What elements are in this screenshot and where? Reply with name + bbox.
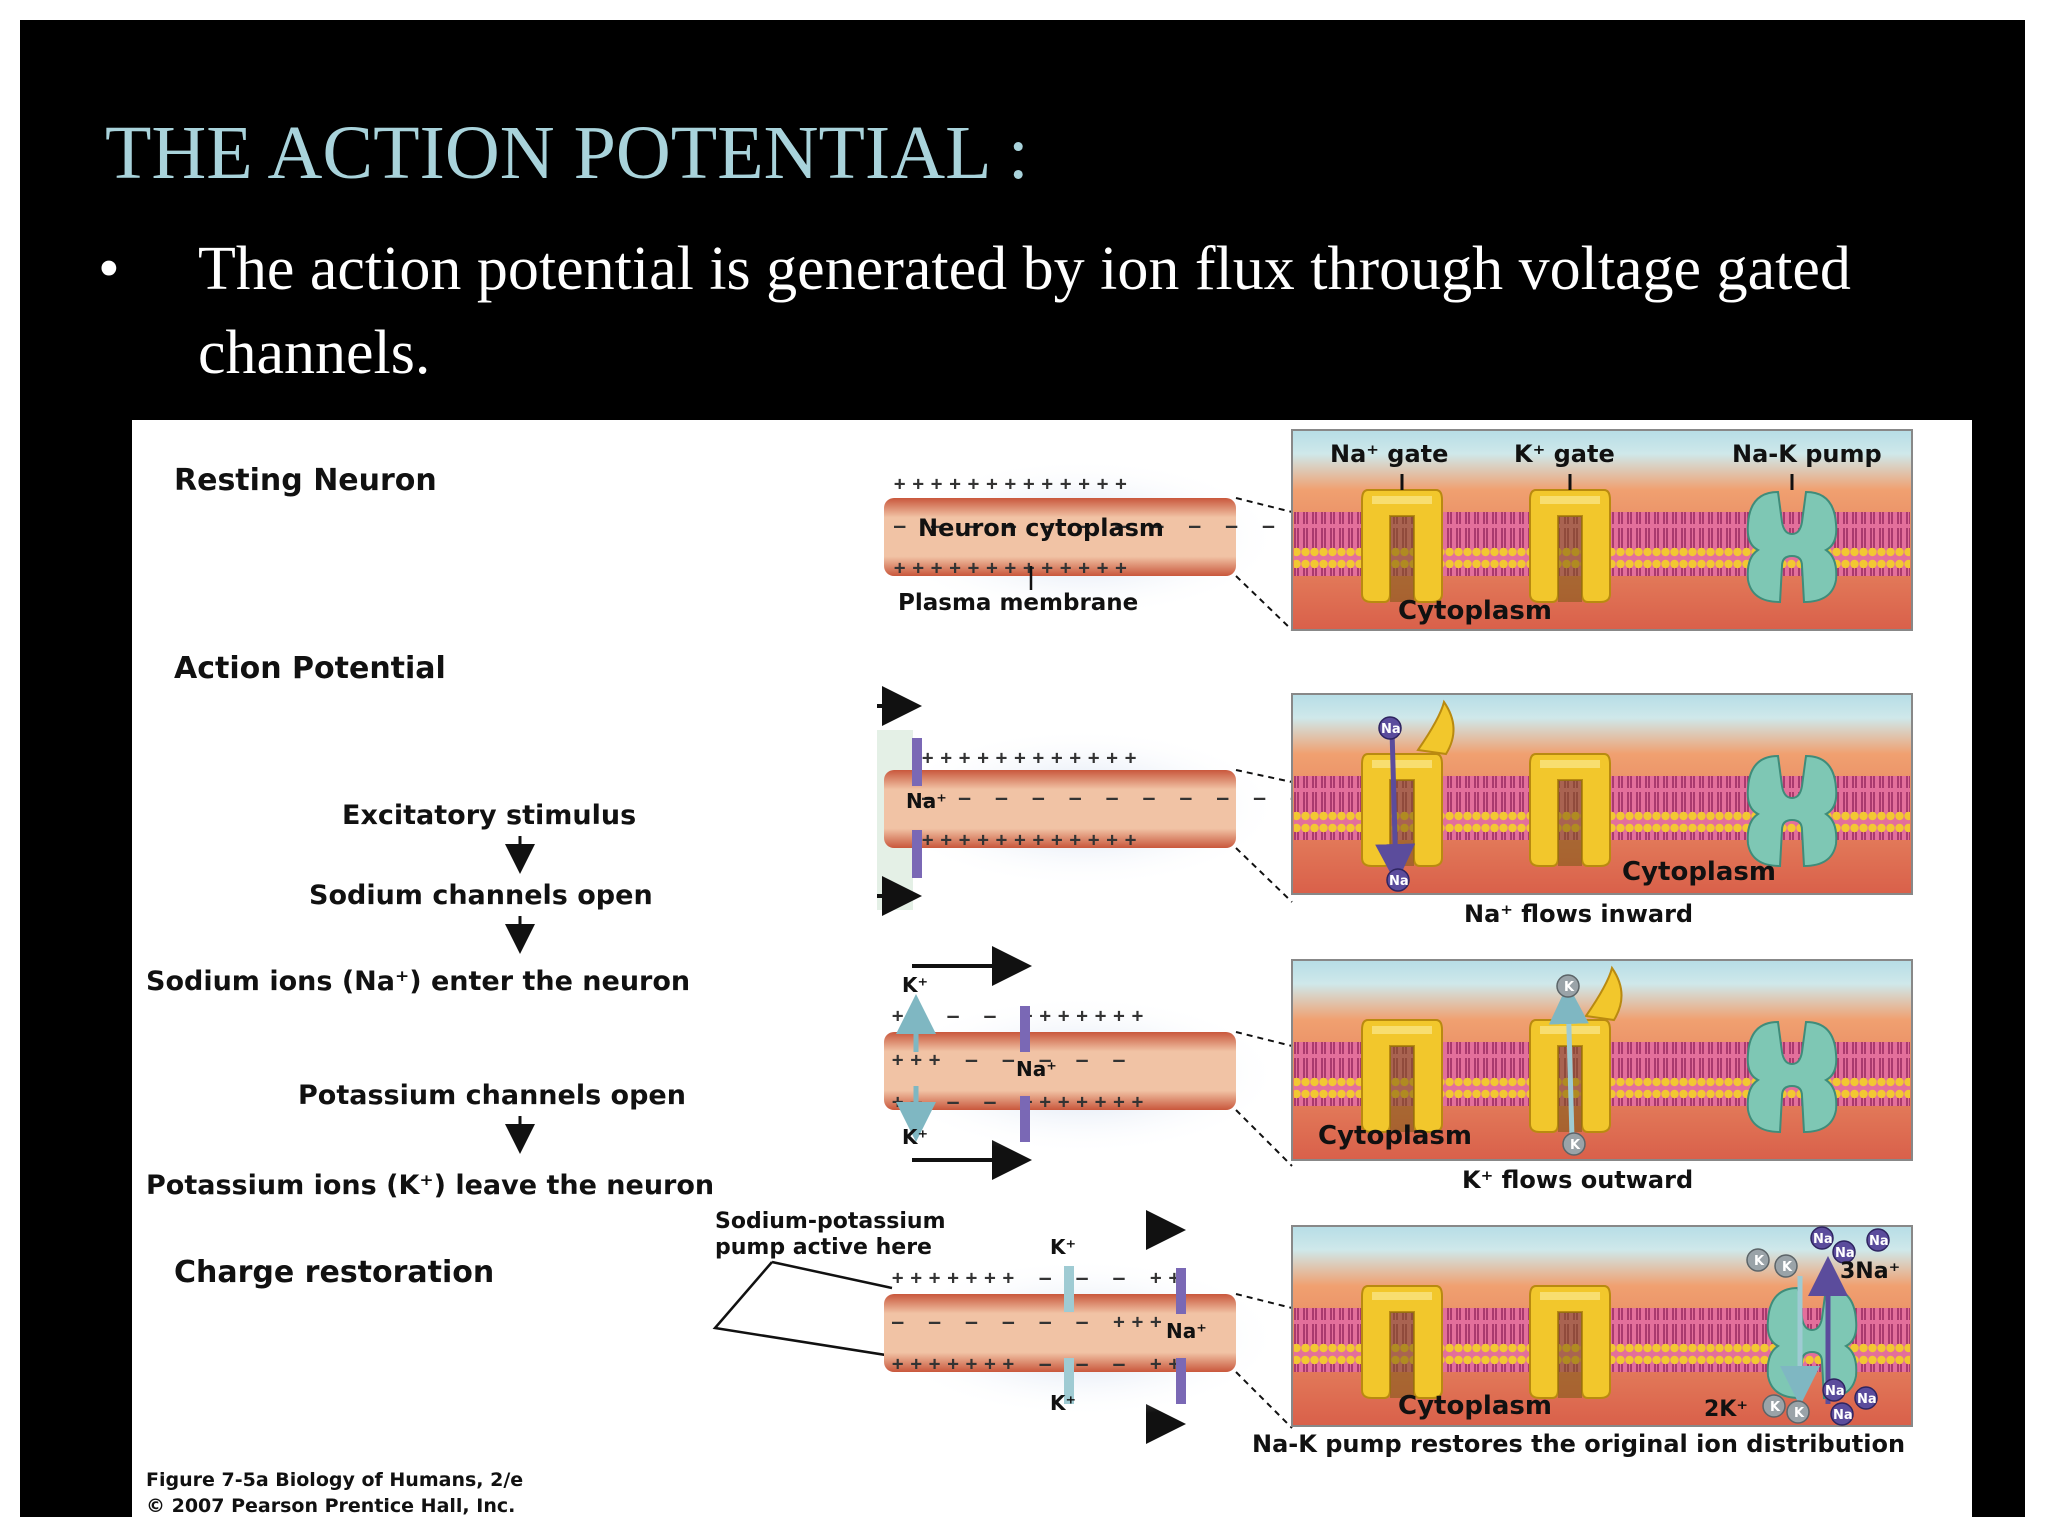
membrane-charges: – – – – – – +++ (892, 1311, 1169, 1333)
label-sodium-ions-enter: Sodium ions (Na⁺) enter the neuron (146, 966, 690, 997)
membrane-charges: +++ – – – – – (892, 1049, 1132, 1071)
label-neuron-cytoplasm: Neuron cytoplasm (918, 514, 1164, 542)
label-na-gate: Na⁺ gate (1330, 440, 1448, 468)
label-cytoplasm: Cytoplasm (1622, 857, 1776, 887)
label-resting-neuron: Resting Neuron (174, 463, 437, 498)
axon-segment (884, 498, 1236, 576)
axon-segment (884, 1032, 1236, 1110)
label-na-axon: Na⁺ (906, 789, 947, 813)
label-2k: 2K⁺ (1704, 1397, 1748, 1422)
label-k-top: K⁺ (902, 973, 928, 997)
na-ion-label: Na (1869, 1234, 1889, 1249)
zoom-connector (1235, 769, 1293, 903)
label-na-k-pump: Na-K pump (1732, 440, 1882, 468)
label-plasma-membrane: Plasma membrane (898, 590, 1138, 616)
k-ion-label: K (1564, 980, 1575, 995)
label-sodium-channels-open: Sodium channels open (309, 880, 653, 911)
label-pump-active-line2: pump active here (715, 1235, 932, 1260)
label-potassium-ions-leave: Potassium ions (K⁺) leave the neuron (146, 1170, 714, 1201)
membrane-charges: +– – – +++++++ (892, 1091, 1150, 1113)
k-ion-label: K (1754, 1254, 1765, 1269)
label-k-gate: K⁺ gate (1514, 440, 1615, 468)
label-potassium-channels-open: Potassium channels open (298, 1080, 686, 1111)
potassium-channel-marker (1064, 1358, 1074, 1404)
label-action-potential: Action Potential (174, 651, 446, 686)
label-na-flows-inward: Na⁺ flows inward (1464, 900, 1693, 928)
potassium-channel-marker (1064, 1266, 1074, 1312)
membrane-charges: ++++++++++++ (922, 829, 1143, 851)
na-ion-label: Na (1381, 722, 1401, 737)
label-cytoplasm: Cytoplasm (1398, 1391, 1552, 1421)
membrane-panel-resting: Na⁺ gate K⁺ gate Na-K pump Cytoplasm (1291, 429, 1913, 631)
slide: THE ACTION POTENTIAL : • The action pote… (20, 20, 2025, 1517)
k-ion-label: K (1770, 1400, 1781, 1415)
label-pump-restores: Na-K pump restores the original ion dist… (1252, 1430, 1905, 1458)
na-ion-label: Na (1389, 874, 1409, 889)
label-cytoplasm: Cytoplasm (1318, 1121, 1472, 1151)
na-ion-label: Na (1813, 1232, 1833, 1247)
action-potential-figure: Resting Neuron Action Potential Excitato… (132, 420, 1972, 1517)
bullet-text: The action potential is generated by ion… (198, 235, 1851, 387)
membrane-charges: ++++++++++++ (922, 747, 1143, 769)
membrane-charges: – – – – – – – – – – – (922, 787, 1309, 809)
na-ion-label: Na (1835, 1246, 1855, 1261)
sodium-channel-marker (1020, 1006, 1030, 1052)
sodium-channel-marker (912, 830, 922, 878)
sodium-channel-marker (1020, 1096, 1030, 1142)
label-charge-restoration: Charge restoration (174, 1255, 494, 1290)
label-na-axon: Na⁺ (1166, 1319, 1207, 1343)
bullet-dot-icon: • (98, 235, 120, 303)
membrane-panel-k-outward: K K Cytoplasm (1291, 959, 1913, 1161)
zoom-connector (1235, 497, 1293, 631)
label-na-axon: Na⁺ (1016, 1057, 1057, 1081)
k-ion-label: K (1794, 1406, 1805, 1421)
sodium-channel-marker (1176, 1268, 1186, 1314)
pointer-line (712, 1260, 893, 1358)
label-pump-active-line1: Sodium-potassium (715, 1209, 946, 1234)
membrane-charges: +++++++++++++ (894, 473, 1134, 495)
label-k-top: K⁺ (1050, 1235, 1076, 1259)
k-ion-label: K (1782, 1260, 1793, 1275)
sodium-channel-marker (912, 738, 922, 786)
sodium-channel-marker (1176, 1358, 1186, 1404)
na-ion-label: Na (1833, 1408, 1853, 1423)
label-k-bottom: K⁺ (1050, 1391, 1076, 1415)
k-ion-label: K (1570, 1138, 1581, 1153)
label-k-flows-outward: K⁺ flows outward (1462, 1166, 1693, 1194)
figure-credit-line1: Figure 7-5a Biology of Humans, 2/e (146, 1469, 523, 1491)
na-ion-label: Na (1857, 1392, 1877, 1407)
na-ion-label: Na (1825, 1384, 1845, 1399)
membrane-charges: +– – – +++++++ (892, 1005, 1150, 1027)
zoom-connector (1235, 1293, 1293, 1429)
label-cytoplasm: Cytoplasm (1398, 596, 1552, 626)
slide-title: THE ACTION POTENTIAL : (105, 111, 1029, 195)
membrane-charges: +++++++++++++ (894, 557, 1134, 579)
label-excitatory-stimulus: Excitatory stimulus (342, 800, 636, 831)
figure-credit-line2: © 2007 Pearson Prentice Hall, Inc. (146, 1495, 515, 1517)
membrane-charges: – – – – – – – – – – – (894, 515, 1281, 537)
membrane-charges: +++++++ – – – ++ (892, 1267, 1187, 1289)
axon-segment (884, 770, 1236, 848)
label-3na: 3Na⁺ (1840, 1259, 1900, 1284)
label-k-bottom: K⁺ (902, 1125, 928, 1149)
axon-segment (884, 1294, 1236, 1372)
zoom-connector (1235, 1031, 1293, 1167)
membrane-panel-na-inward: Na Na Cytoplasm (1291, 693, 1913, 895)
membrane-charges: +++++++ – – – ++ (892, 1353, 1187, 1375)
membrane-panel-pump: Na Na Na K K 3Na⁺ Na Na Na K K (1291, 1225, 1913, 1427)
